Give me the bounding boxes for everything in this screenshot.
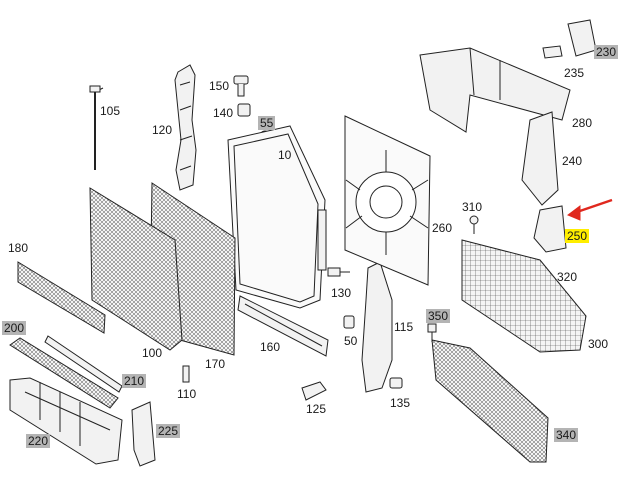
callout-235: 235	[564, 66, 585, 80]
callout-10: 10	[278, 148, 292, 162]
callout-310: 310	[462, 200, 483, 214]
part-130-bolt	[327, 267, 350, 277]
part-140-clip	[237, 103, 251, 117]
callout-170: 170	[205, 357, 226, 371]
part-260-fan-shroud	[344, 115, 431, 286]
callout-320: 320	[557, 270, 578, 284]
callout-180: 180	[8, 241, 29, 255]
part-50-clip	[343, 315, 355, 329]
part-225-bracket	[131, 401, 156, 467]
part-350-bolt	[427, 323, 437, 342]
part-280-frame	[419, 47, 571, 133]
callout-110: 110	[177, 387, 197, 401]
part-160-strip	[237, 295, 329, 357]
part-120-bracket	[174, 64, 197, 191]
part-150-clip	[233, 75, 249, 97]
part-115-bracket	[361, 261, 393, 393]
part-300-grille	[461, 239, 587, 353]
callout-340: 340	[554, 428, 579, 442]
callout-225: 225	[156, 424, 181, 438]
part-135-clip	[389, 377, 403, 389]
part-110-plug	[182, 365, 190, 383]
callout-120: 120	[152, 123, 173, 137]
callout-350: 350	[426, 309, 451, 323]
callout-140: 140	[213, 106, 234, 120]
callout-280: 280	[572, 116, 593, 130]
part-10-radiator	[227, 125, 327, 309]
part-210-tube	[44, 335, 123, 393]
callout-230: 230	[594, 45, 619, 59]
callout-125: 125	[306, 402, 327, 416]
callout-220: 220	[26, 434, 51, 448]
callout-210: 210	[122, 374, 147, 388]
part-310-screw	[469, 215, 479, 234]
part-235-bracket	[542, 45, 563, 59]
part-125-hose	[301, 381, 327, 401]
part-220-tray	[9, 377, 123, 465]
callout-240: 240	[562, 154, 583, 168]
callout-55: 55	[258, 116, 276, 130]
callout-130: 130	[331, 286, 352, 300]
callout-50: 50	[344, 334, 358, 348]
callout-105: 105	[100, 104, 121, 118]
callout-135: 135	[390, 396, 411, 410]
part-100-cooler	[89, 187, 183, 351]
callout-300: 300	[588, 337, 609, 351]
part-105-rod	[89, 85, 104, 170]
callout-200: 200	[2, 321, 27, 335]
callout-160: 160	[260, 340, 281, 354]
callout-250: 250	[565, 229, 590, 243]
callout-arrow-250	[567, 198, 613, 221]
part-230-cover	[567, 19, 597, 57]
part-200-cooler	[9, 337, 119, 409]
part-250-duct	[533, 205, 567, 253]
callout-150: 150	[209, 79, 230, 93]
callout-260: 260	[432, 221, 453, 235]
callout-115: 115	[394, 320, 414, 334]
part-340-guide	[431, 339, 549, 463]
callout-100: 100	[142, 346, 163, 360]
part-180-cooler	[17, 261, 106, 334]
part-240-duct	[521, 111, 559, 206]
